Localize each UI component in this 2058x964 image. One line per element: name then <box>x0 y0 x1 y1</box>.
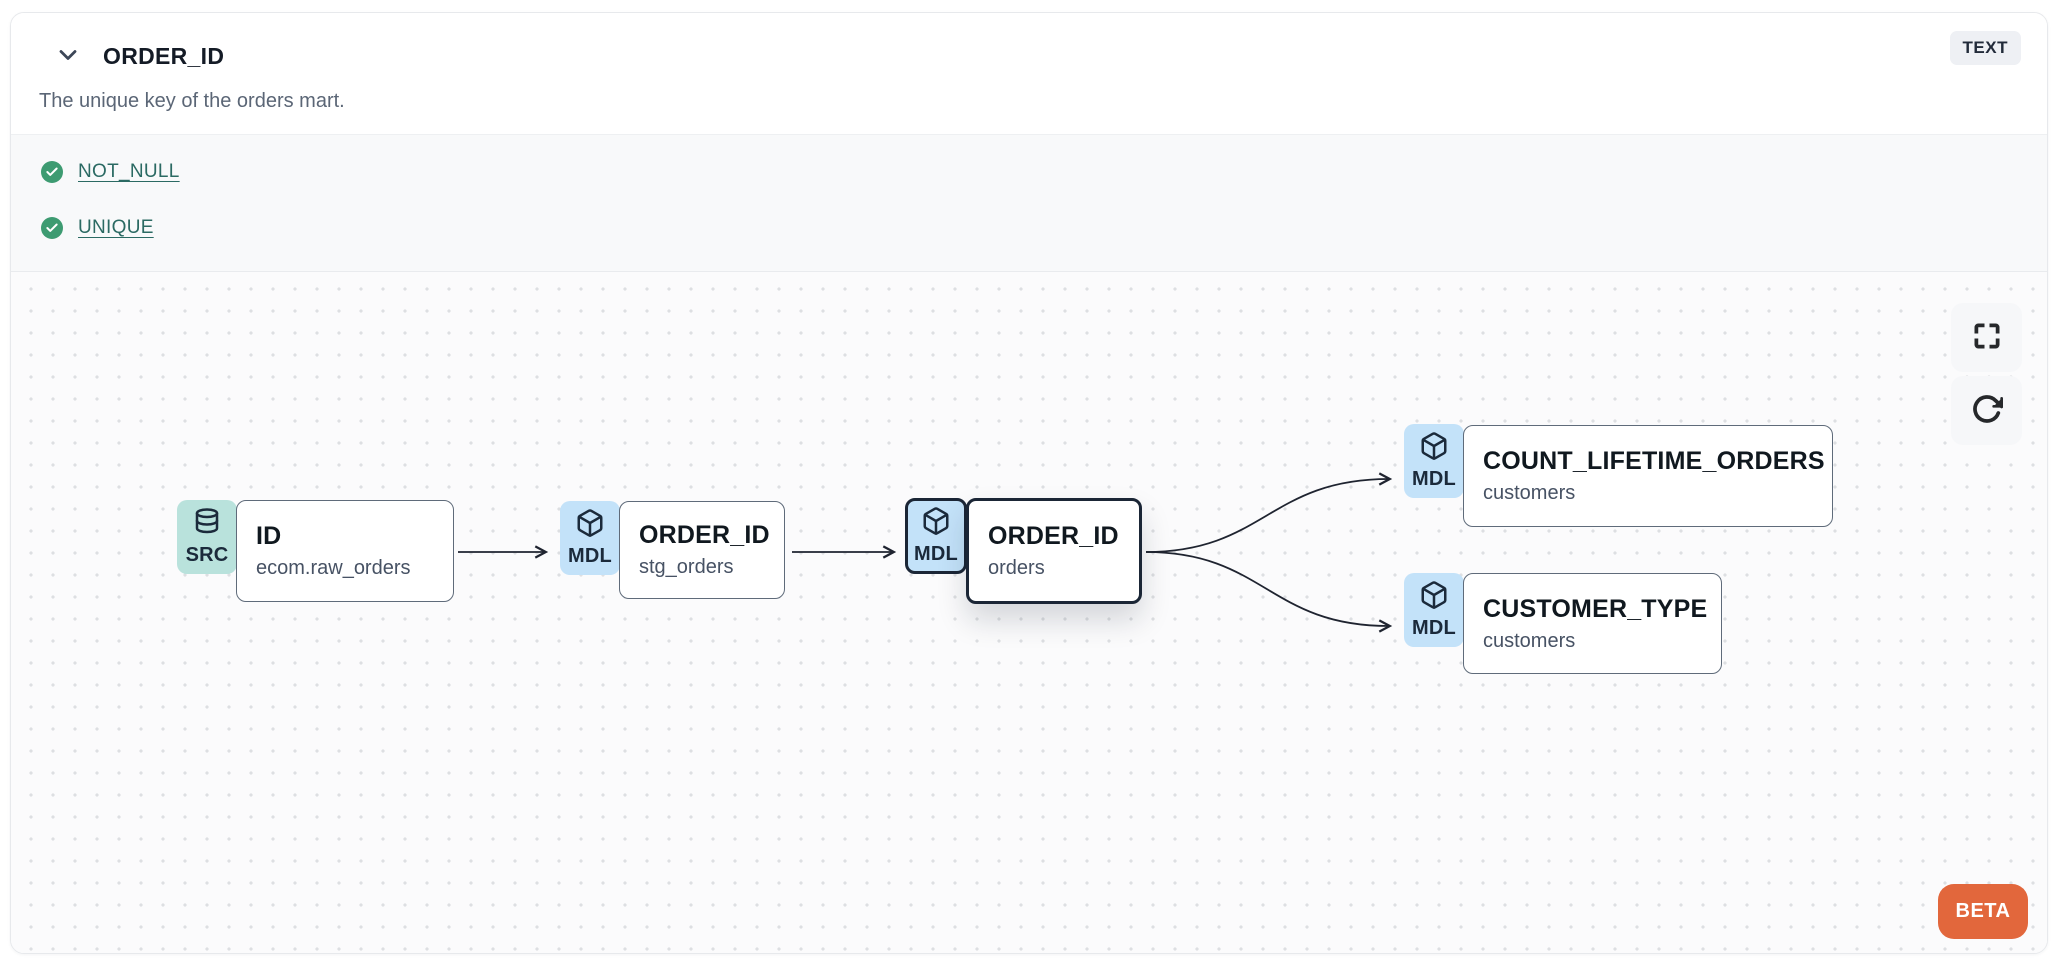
mdl-badge: MDL <box>560 501 620 575</box>
node-body: ORDER_ID orders <box>966 498 1142 604</box>
src-badge: SRC <box>177 500 237 574</box>
check-pass-icon <box>41 161 63 183</box>
mdl-badge: MDL <box>1404 573 1464 647</box>
node-subtitle: customers <box>1483 482 1576 504</box>
node-title: ORDER_ID <box>988 522 1119 550</box>
node-title: ORDER_ID <box>639 521 770 549</box>
node-subtitle: customers <box>1483 629 1576 652</box>
column-description: The unique key of the orders mart. <box>39 90 345 112</box>
cube-icon <box>1419 580 1449 616</box>
node-body: ORDER_ID stg_orders <box>619 501 785 599</box>
column-title: ORDER_ID <box>103 43 225 69</box>
cube-icon <box>921 506 951 542</box>
mdl-badge: MDL <box>905 498 967 574</box>
test-row: UNIQUE <box>41 217 2047 239</box>
node-body: ID ecom.raw_orders <box>236 500 454 602</box>
header: ORDER_ID TEXT The unique key of the orde… <box>11 13 2047 134</box>
check-pass-icon <box>41 217 63 239</box>
node-badge-label: MDL <box>914 543 958 565</box>
test-link-not-null[interactable]: NOT_NULL <box>78 161 180 182</box>
cube-icon <box>1419 431 1449 467</box>
node-body: COUNT_LIFETIME_ORDERS customers <box>1463 425 1833 527</box>
chevron-down-icon <box>54 41 82 72</box>
database-icon <box>192 507 222 543</box>
column-details-card: ORDER_ID TEXT The unique key of the orde… <box>10 12 2048 954</box>
test-row: NOT_NULL <box>41 161 2047 183</box>
collapse-chevron-button[interactable] <box>51 39 85 73</box>
node-subtitle: ecom.raw_orders <box>256 557 411 579</box>
node-badge-label: SRC <box>185 544 229 566</box>
test-link-unique[interactable]: UNIQUE <box>78 217 154 238</box>
node-title: COUNT_LIFETIME_ORDERS <box>1483 447 1825 475</box>
refresh-icon <box>1971 393 2004 428</box>
node-body: CUSTOMER_TYPE customers <box>1463 573 1722 674</box>
node-subtitle: orders <box>988 557 1045 579</box>
fullscreen-button[interactable] <box>1951 303 2022 372</box>
node-title: CUSTOMER_TYPE <box>1483 594 1708 623</box>
node-title: ID <box>256 522 282 550</box>
tests-section: NOT_NULL UNIQUE <box>11 134 2047 272</box>
node-badge-label: MDL <box>568 545 612 567</box>
column-type-badge: TEXT <box>1949 31 2021 65</box>
refresh-button[interactable] <box>1951 376 2022 445</box>
canvas-controls <box>1951 303 2022 445</box>
beta-badge: BETA <box>1938 884 2028 939</box>
lineage-edges <box>458 472 1393 633</box>
cube-icon <box>575 508 605 544</box>
node-subtitle: stg_orders <box>639 556 734 578</box>
node-badge-label: MDL <box>1412 617 1456 639</box>
lineage-canvas[interactable]: SRC ID ecom.raw_orders MDL ORDER_ID stg_… <box>11 272 2047 953</box>
node-badge-label: MDL <box>1412 468 1456 490</box>
mdl-badge: MDL <box>1404 424 1464 498</box>
fullscreen-icon <box>1972 321 2002 354</box>
